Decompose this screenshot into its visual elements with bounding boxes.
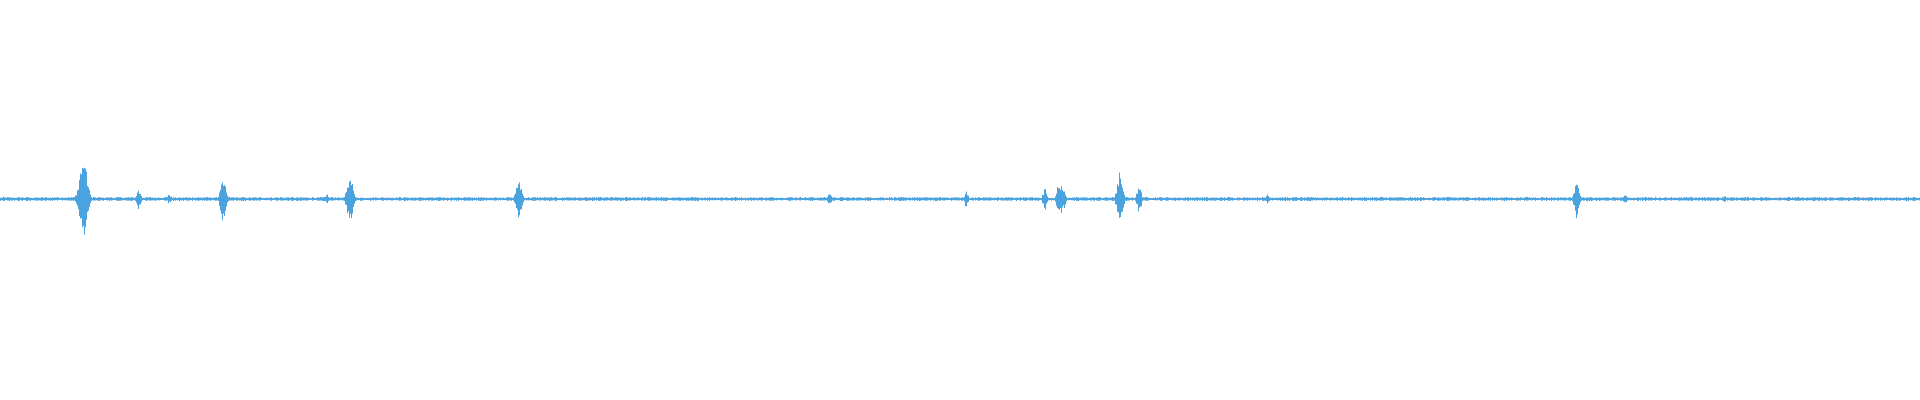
waveform-trace <box>0 167 1920 235</box>
waveform-samples <box>0 167 1920 235</box>
